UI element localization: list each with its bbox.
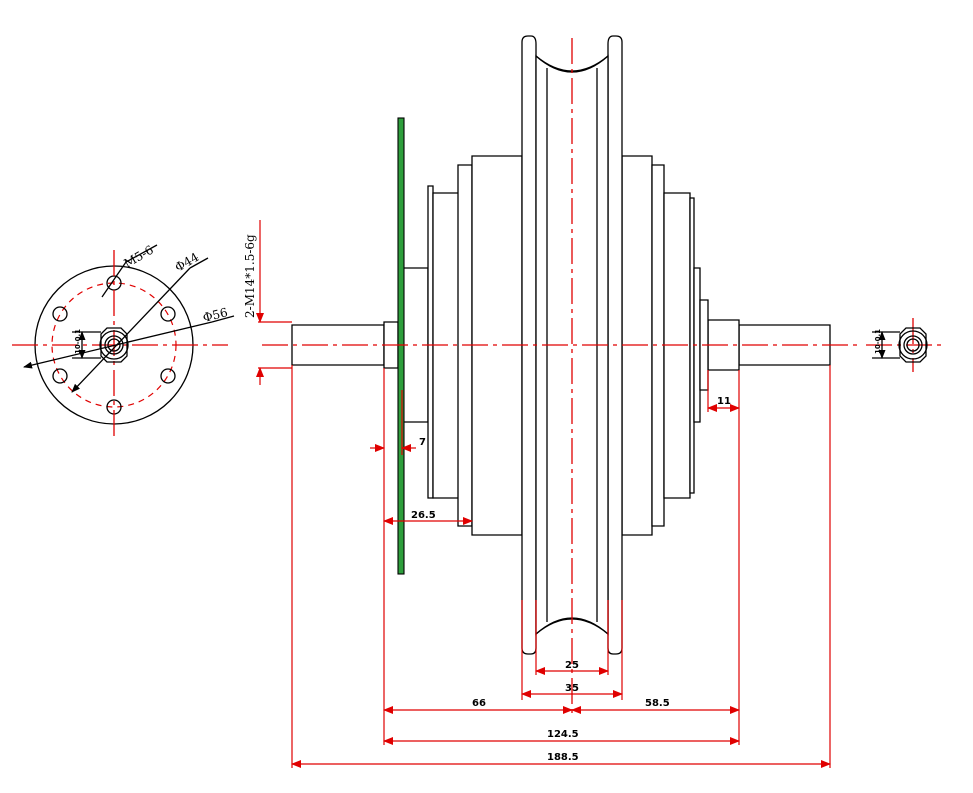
dim-66-label: 66 bbox=[472, 698, 486, 709]
extension-lines bbox=[291, 365, 831, 768]
right-cover-rim bbox=[651, 164, 665, 527]
flat-label: 10-0.1 bbox=[874, 329, 882, 354]
dim-rim-outer: 35 bbox=[521, 683, 623, 698]
right-hub-step bbox=[689, 197, 695, 494]
thread-label: M5-6 bbox=[122, 243, 156, 271]
thread-note: 2-M14*1.5-6g bbox=[243, 220, 292, 385]
flat-label: 10-0.1 bbox=[74, 329, 82, 354]
dim-7-label: 7 bbox=[419, 437, 426, 448]
flat-dimension-right: 10-0.1 bbox=[872, 329, 900, 359]
bolt-hole bbox=[160, 368, 176, 384]
dim-disc-offset: 7 bbox=[370, 437, 426, 452]
dim-halves: 66 58.5 bbox=[383, 698, 740, 714]
left-hub-step bbox=[427, 185, 434, 499]
dim-25-label: 25 bbox=[565, 660, 579, 671]
bolt-hole bbox=[52, 306, 68, 322]
flange-view: 10-0.1 M5-6 Φ44 Φ56 bbox=[12, 243, 235, 440]
dim-26-5-label: 26.5 bbox=[411, 510, 436, 521]
dim-58-5-label: 58.5 bbox=[645, 698, 670, 709]
bolt-hole bbox=[160, 306, 176, 322]
dim-axle-length: 188.5 bbox=[291, 752, 831, 768]
flat-dimension-left: 10-0.1 bbox=[72, 329, 101, 359]
dim-shoulder: 11 bbox=[707, 396, 740, 412]
flange-diameter-leader: Φ56 bbox=[23, 305, 235, 369]
thread-note-label: 2-M14*1.5-6g bbox=[243, 234, 257, 318]
dim-dropout: 124.5 bbox=[383, 729, 740, 745]
flange-diameter-label: Φ56 bbox=[201, 305, 229, 325]
side-view: 2-M14*1.5-6g 7 26.5 11 bbox=[243, 35, 860, 768]
axle-end-view: 10-0.1 bbox=[866, 318, 945, 372]
dim-124-5-label: 124.5 bbox=[547, 729, 579, 740]
dim-35-label: 35 bbox=[565, 683, 579, 694]
bolt-hole bbox=[52, 368, 68, 384]
dim-disc-to-body: 26.5 bbox=[383, 510, 473, 525]
dim-rim-inner: 25 bbox=[535, 660, 609, 675]
dim-11-label: 11 bbox=[717, 396, 731, 407]
dim-188-5-label: 188.5 bbox=[547, 752, 579, 763]
brake-disc bbox=[397, 117, 405, 575]
axle-section-left bbox=[99, 327, 129, 363]
